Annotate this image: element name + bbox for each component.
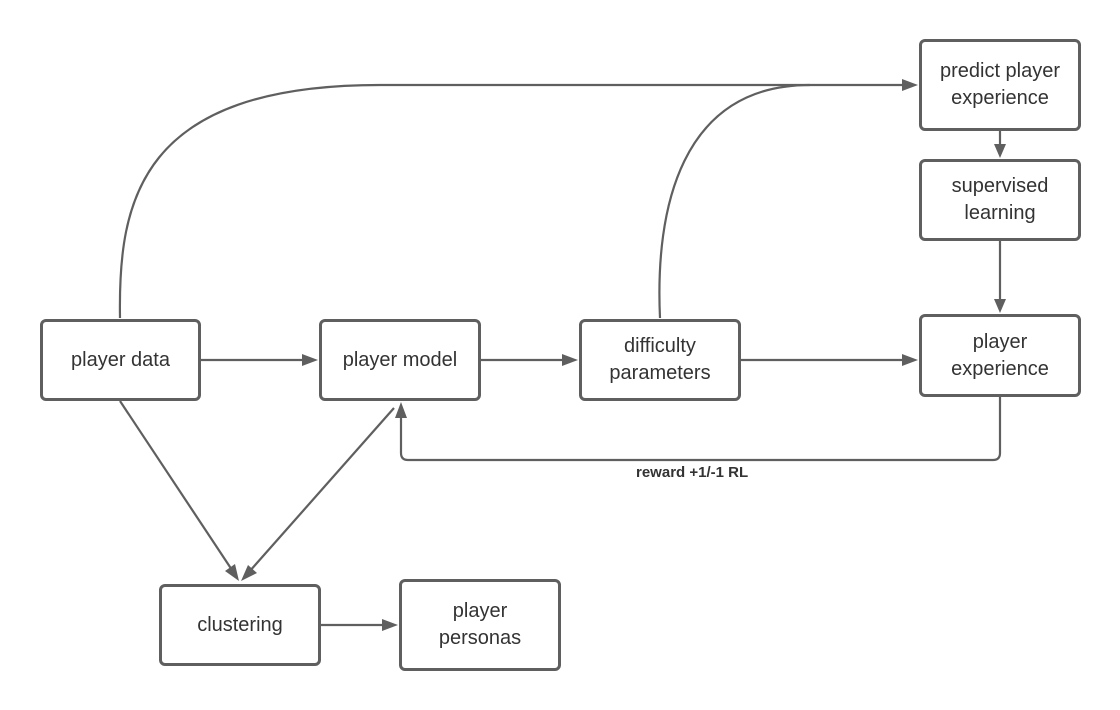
node-label: player data	[71, 348, 170, 371]
node-label: difficulty parameters	[609, 335, 711, 384]
edge-difficulty-parameters-to-predict-player-experience	[658, 83, 811, 319]
arrowhead	[562, 354, 578, 366]
node-label: clustering	[197, 613, 283, 636]
reward-edge-label: reward +1/-1 RL	[636, 464, 749, 481]
node-player-personas: player personas	[399, 579, 561, 671]
node-player-model: player model	[319, 319, 481, 401]
edge-player-data-to-predict-player-experience	[118, 83, 907, 319]
arrowhead	[302, 354, 318, 366]
node-label: player model	[342, 348, 458, 371]
node-label: supervised learning	[951, 175, 1049, 224]
edge-player-experience-to-player-model	[399, 397, 1002, 462]
arrowhead	[902, 354, 918, 366]
node-label: predict player experience	[939, 60, 1061, 109]
node-clustering: clustering	[159, 584, 321, 666]
node-player-data: player data	[40, 319, 201, 401]
node-label: player personas	[438, 600, 522, 649]
arrowhead	[902, 79, 918, 91]
arrowhead	[382, 619, 398, 631]
node-predict-player-experience: predict player experience	[919, 39, 1081, 131]
arrowhead	[225, 564, 239, 581]
node-difficulty-parameters: difficulty parameters	[579, 319, 741, 401]
edge-player-data-to-clustering	[119, 400, 233, 571]
arrowhead	[994, 144, 1006, 158]
arrowhead	[994, 299, 1006, 313]
arrowhead	[395, 402, 407, 418]
node-supervised-learning: supervised learning	[919, 159, 1081, 241]
node-player-experience: player experience	[919, 314, 1081, 397]
edge-player-model-to-clustering	[248, 407, 395, 573]
arrowhead	[241, 565, 257, 581]
node-label: player experience	[951, 330, 1049, 380]
